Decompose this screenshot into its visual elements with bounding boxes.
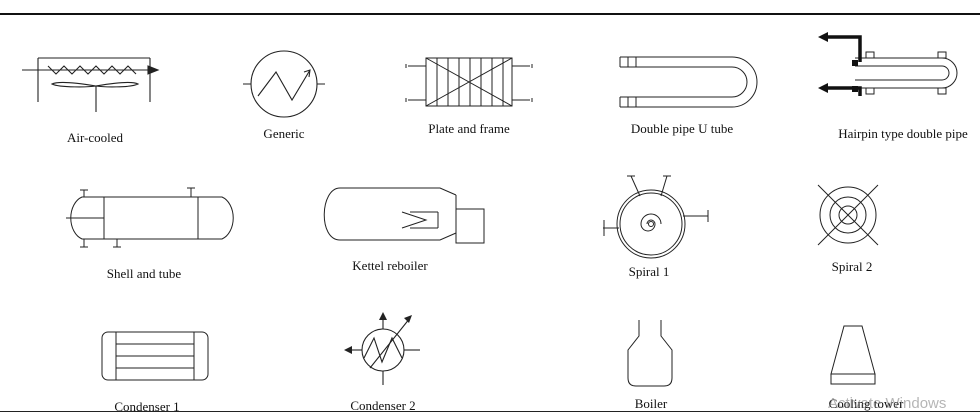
double-pipe-u-tube-label: Double pipe U tube bbox=[630, 121, 734, 136]
kettel-reboiler-label: Kettel reboiler bbox=[352, 258, 428, 273]
plate-and-frame-icon bbox=[405, 57, 533, 107]
activate-windows-watermark: Activate Windows bbox=[828, 395, 947, 412]
hairpin-icon bbox=[818, 32, 958, 96]
spiral-1-icon bbox=[603, 175, 709, 259]
shell-and-tube-label: Shell and tube bbox=[106, 266, 182, 281]
air-cooled-icon bbox=[22, 57, 160, 112]
generic-label: Generic bbox=[263, 126, 305, 141]
generic-icon bbox=[243, 50, 325, 118]
condenser-2-icon bbox=[344, 312, 420, 385]
cooling-tower-icon bbox=[830, 325, 876, 385]
spiral-2-label: Spiral 2 bbox=[831, 259, 873, 274]
hairpin-label: Hairpin type double pipe bbox=[838, 126, 968, 141]
condenser-1-label: Condenser 1 bbox=[114, 399, 180, 414]
boiler-label: Boiler bbox=[634, 396, 668, 411]
plate-and-frame-label: Plate and frame bbox=[428, 121, 510, 136]
spiral-2-icon bbox=[817, 184, 879, 246]
shell-and-tube-icon bbox=[66, 187, 234, 248]
boiler-icon bbox=[627, 320, 673, 387]
spiral-1-label: Spiral 1 bbox=[628, 264, 670, 279]
double-pipe-u-tube-icon bbox=[619, 56, 758, 108]
condenser-1-icon bbox=[101, 331, 209, 381]
cooling-tower-label: Cooling tower bbox=[828, 396, 904, 411]
air-cooled-label: Air-cooled bbox=[66, 130, 124, 145]
bottom-rule bbox=[0, 411, 980, 412]
kettel-reboiler-icon bbox=[323, 187, 485, 244]
top-rule bbox=[0, 13, 980, 15]
condenser-2-label: Condenser 2 bbox=[350, 398, 416, 413]
